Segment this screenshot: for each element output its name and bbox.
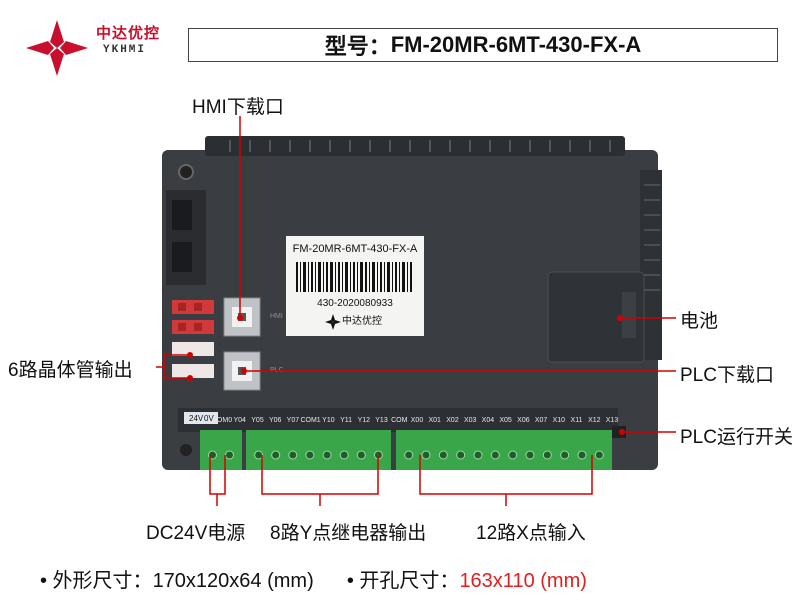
svg-text:HMI: HMI bbox=[270, 313, 283, 320]
terminal-screw bbox=[356, 450, 366, 460]
dimension-label: • 外形尺寸： bbox=[40, 570, 153, 592]
terminal-screw bbox=[490, 450, 500, 460]
model-value: FM-20MR-6MT-430-FX-A bbox=[390, 32, 642, 57]
sticker-logo-icon bbox=[325, 314, 341, 330]
dimension-value: 170x120x64 (mm) bbox=[152, 570, 314, 592]
screw-hole-top-left bbox=[178, 164, 194, 180]
callout-dc24v-power: DC24V电源 bbox=[146, 523, 246, 544]
callout-hmi-download: HMI下载口 bbox=[192, 97, 284, 118]
model-label: 型号： bbox=[324, 34, 391, 59]
power-label-plate bbox=[184, 412, 218, 424]
terminal-screw bbox=[473, 450, 483, 460]
terminal-label: COM1 bbox=[300, 417, 320, 424]
brand-name: 中达优控 bbox=[96, 25, 161, 42]
terminal-screw bbox=[438, 450, 448, 460]
callout-plc-run-switch: PLC运行开关 bbox=[680, 427, 793, 448]
sticker-model-text: FM-20MR-6MT-430-FX-A bbox=[293, 243, 418, 255]
power-terminal-block bbox=[200, 430, 242, 470]
terminal-screw bbox=[508, 450, 518, 460]
terminal-label: X01 bbox=[428, 417, 441, 424]
cutout-label: • 开孔尺寸： bbox=[346, 570, 460, 592]
terminal-label: X00 bbox=[411, 417, 424, 424]
terminal-label: Y11 bbox=[340, 417, 352, 424]
terminal-screw bbox=[305, 450, 315, 460]
terminal-screw bbox=[525, 450, 535, 460]
x-input-terminal-block bbox=[396, 430, 612, 470]
callout-transistor-output: 6路晶体管输出 bbox=[8, 360, 133, 381]
terminal-label: Y07 bbox=[287, 417, 300, 424]
terminal-screws bbox=[208, 450, 604, 460]
terminal-label: Y10 bbox=[322, 417, 335, 424]
terminal-label: Y13 bbox=[375, 417, 388, 424]
callout-relay-output: 8路Y点继电器输出 bbox=[270, 523, 427, 544]
terminal-screw bbox=[322, 450, 332, 460]
terminal-screw bbox=[421, 450, 431, 460]
terminal-label: X05 bbox=[499, 417, 512, 424]
cutout-value: 163x110 (mm) bbox=[459, 570, 587, 592]
cooling-fins bbox=[205, 136, 625, 156]
power-label-0v: 0V bbox=[204, 414, 214, 423]
terminal-screw bbox=[339, 450, 349, 460]
spec-row: • 外形尺寸：170x120x64 (mm) • 开孔尺寸：163x110 (m… bbox=[40, 564, 587, 593]
terminal-label: X11 bbox=[571, 417, 583, 424]
battery-cover bbox=[547, 271, 645, 363]
power-label-24v: 24V bbox=[189, 414, 204, 423]
sticker-brand-text: 中达优控 bbox=[342, 314, 382, 327]
terminal-label: X12 bbox=[588, 417, 601, 424]
brand-subtitle: YKHMI bbox=[103, 44, 147, 56]
terminal-label: COM0 bbox=[212, 417, 232, 424]
terminal-screw bbox=[288, 450, 298, 460]
brand-logo-icon bbox=[26, 20, 88, 76]
terminal-label: X03 bbox=[464, 417, 477, 424]
terminal-screw bbox=[404, 450, 414, 460]
terminal-label: X10 bbox=[553, 417, 566, 424]
terminal-label: X04 bbox=[482, 417, 495, 424]
terminal-label: X06 bbox=[517, 417, 530, 424]
terminal-label: COM bbox=[391, 417, 408, 424]
transistor-output-connectors bbox=[172, 300, 214, 378]
terminal-screw bbox=[225, 450, 234, 460]
sticker-serial-text: 430-2020080933 bbox=[317, 298, 393, 309]
terminal-screw bbox=[594, 450, 604, 460]
terminal-screw bbox=[577, 450, 587, 460]
terminal-label: X13 bbox=[606, 417, 619, 424]
terminal-screw bbox=[271, 450, 281, 460]
callout-plc-download: PLC下载口 bbox=[680, 365, 774, 386]
terminal-label: Y05 bbox=[251, 417, 264, 424]
callout-leader-lines bbox=[156, 116, 676, 506]
terminal-screw bbox=[456, 450, 466, 460]
relay-output-terminal-block bbox=[246, 430, 391, 470]
terminal-label: Y04 bbox=[233, 417, 246, 424]
terminal-screw bbox=[560, 450, 570, 460]
callout-battery: 电池 bbox=[680, 311, 719, 332]
terminal-label: Y12 bbox=[358, 417, 371, 424]
model-title-box: 型号： FM-20MR-6MT-430-FX-A bbox=[188, 28, 778, 62]
callout-x-input: 12路X点输入 bbox=[476, 523, 586, 544]
terminal-label: X07 bbox=[535, 417, 548, 424]
terminal-label: X02 bbox=[446, 417, 459, 424]
barcode bbox=[296, 262, 412, 292]
terminal-label: Y06 bbox=[269, 417, 282, 424]
terminal-screw bbox=[542, 450, 552, 460]
